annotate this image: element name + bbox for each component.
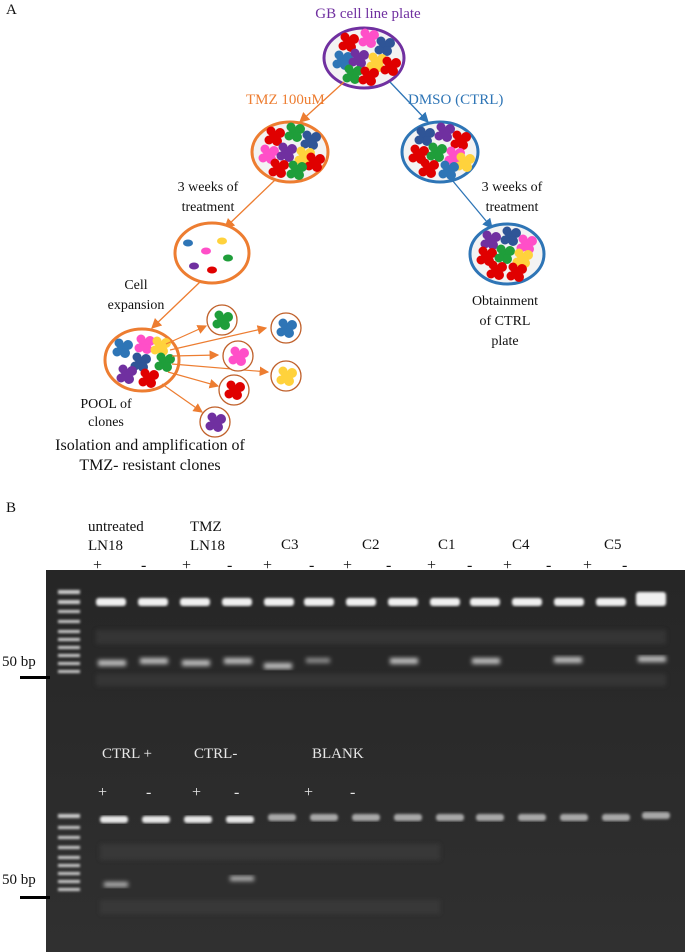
top-lane-sign: -	[622, 557, 628, 574]
panel-a-label: A	[6, 2, 17, 18]
marker-line-top	[20, 676, 50, 679]
pool-plate	[103, 327, 181, 393]
bottom-lane-sign: -	[234, 784, 240, 801]
top-lane-sign: +	[182, 557, 192, 574]
label-c4: C4	[512, 537, 530, 553]
panel-b-label: B	[6, 500, 17, 516]
bottom-lane-sign: -	[146, 784, 152, 801]
top-lane-sign: +	[263, 557, 273, 574]
marker-50bp-top: 50 bp	[2, 654, 36, 670]
clone-yellow	[270, 360, 302, 392]
label-ctrl-minus: CTRL-	[194, 746, 238, 762]
top-lane-sign: -	[386, 557, 392, 574]
ctrl-plate	[468, 222, 546, 286]
sparse-plate	[173, 221, 251, 285]
clone-pink	[222, 340, 254, 372]
tmz-plate	[250, 120, 330, 184]
top-lane-sign: -	[227, 557, 233, 574]
label-ctrl-plus: CTRL +	[102, 746, 152, 762]
top-lane-sign: +	[583, 557, 593, 574]
gb-plate	[322, 26, 406, 90]
bottom-lane-sign: +	[98, 784, 108, 801]
top-lane-sign: -	[467, 557, 473, 574]
top-lane-sign: +	[93, 557, 103, 574]
top-lane-sign: -	[309, 557, 315, 574]
tmz-label: TMZ 100uM	[246, 92, 325, 108]
clone-blue	[270, 312, 302, 344]
top-lane-sign: -	[141, 557, 147, 574]
clone-purple	[199, 406, 231, 438]
bottom-lane-sign: +	[304, 784, 314, 801]
clone-green	[206, 304, 238, 336]
gel-image: CTRL + CTRL- BLANK + - + - + -	[46, 570, 685, 952]
gel-bands	[58, 590, 670, 914]
dmso-label: DMSO (CTRL)	[408, 92, 504, 108]
gb-plate-label: GB cell line plate	[315, 6, 421, 22]
top-lane-sign: +	[503, 557, 513, 574]
top-lane-sign: +	[427, 557, 437, 574]
workflow-diagram	[103, 26, 546, 438]
bottom-lane-sign: +	[192, 784, 202, 801]
label-c2: C2	[362, 537, 380, 553]
panel-a-workflow: A	[6, 2, 546, 474]
bottom-lane-sign: -	[350, 784, 356, 801]
top-lane-sign: -	[546, 557, 552, 574]
marker-line-bottom	[20, 896, 50, 899]
clone-red	[218, 374, 250, 406]
label-c5: C5	[604, 537, 622, 553]
dmso-plate	[400, 120, 480, 184]
label-blank: BLANK	[312, 746, 364, 762]
label-c1: C1	[438, 537, 456, 553]
top-lane-sign: +	[343, 557, 353, 574]
label-c3: C3	[281, 537, 299, 553]
marker-50bp-bottom: 50 bp	[2, 872, 36, 888]
